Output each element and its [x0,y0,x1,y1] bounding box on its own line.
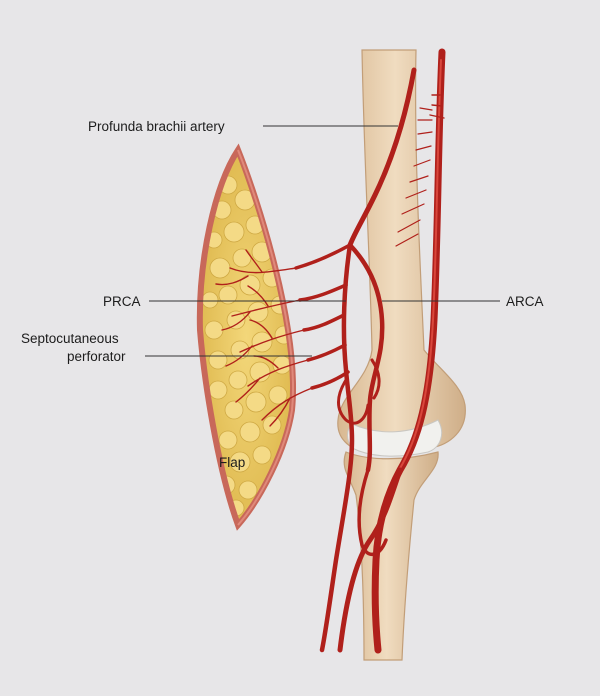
label-septocutaneous-line1: Septocutaneous [21,331,119,346]
label-arca: ARCA [506,294,544,309]
forearm-bone-radius [343,451,439,661]
label-septocutaneous-line2: perforator [67,349,126,364]
arca-artery [347,242,385,473]
label-flap: Flap [219,455,245,470]
arteries [294,48,446,654]
septocutaneous-perforators [294,243,352,390]
flap-vessels [215,249,313,427]
profunda-brachii-artery [347,67,417,248]
label-prca: PRCA [103,294,141,309]
prca-artery [319,242,355,653]
label-profunda-brachii-artery: Profunda brachii artery [88,119,225,134]
leader-lines [145,125,500,357]
